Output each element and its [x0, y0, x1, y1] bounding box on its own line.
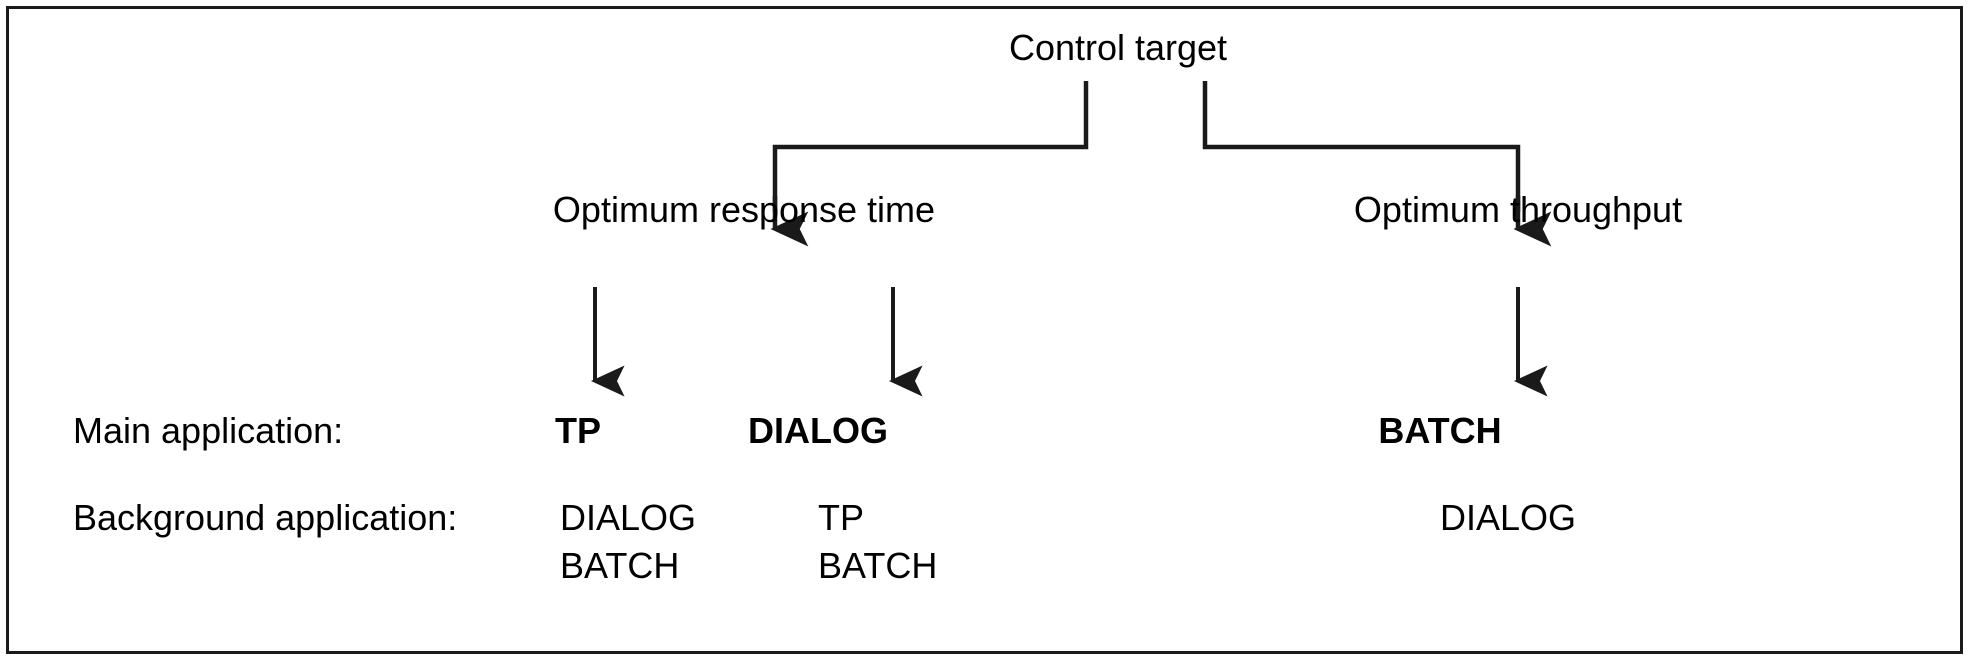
edge-control-target-to-optimum-response-time [772, 81, 1089, 212]
row-label-background-application: Background application: [73, 497, 458, 538]
background-application-column-1-line-2: BATCH [560, 545, 680, 586]
diagram-frame [6, 6, 1963, 654]
node-optimum-response-time: Optimum response time [552, 189, 936, 230]
main-application-column-2: DIALOG [748, 410, 888, 451]
background-application-column-3-line-1: DIALOG [1440, 497, 1577, 538]
main-application-column-3: BATCH [1378, 410, 1502, 451]
background-application-column-2-line-1: TP [818, 497, 865, 538]
row-label-main-application: Main application: [73, 410, 344, 451]
edge-control-target-to-optimum-throughput [1202, 81, 1521, 212]
background-application-column-1-line-1: DIALOG [560, 497, 697, 538]
node-optimum-throughput: Optimum throughput [1353, 189, 1683, 230]
main-application-column-1: TP [554, 410, 602, 451]
background-application-column-2-line-2: BATCH [818, 545, 938, 586]
node-control-target: Control target [1008, 27, 1228, 68]
